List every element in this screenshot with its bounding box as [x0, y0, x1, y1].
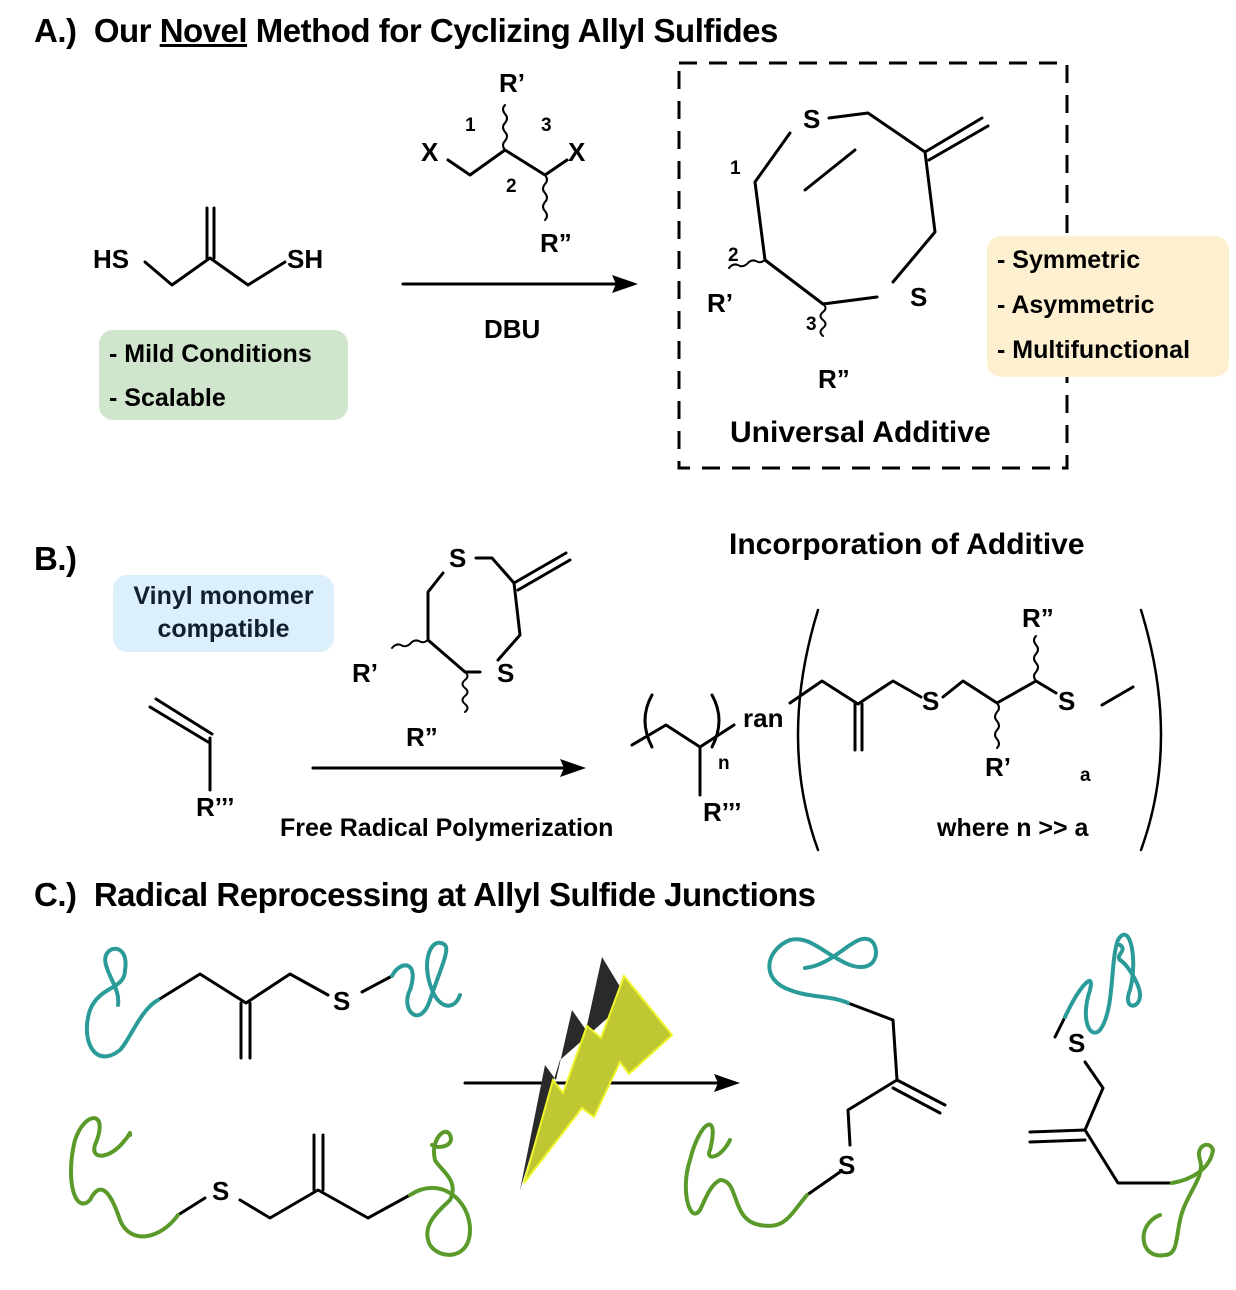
panel-c-title: C.) Radical Reprocessing at Allyl Sulfid… — [34, 876, 816, 913]
product-s-bottom: S — [910, 282, 928, 312]
polymer-a-subscript: a — [1080, 765, 1091, 786]
dihalide-reagent — [446, 104, 569, 221]
condition-free-radical: Free Radical Polymerization — [280, 814, 614, 842]
vinyl-line-1: Vinyl monomer — [133, 582, 314, 610]
condition-dbu: DBU — [484, 314, 541, 344]
c-s-label-3: S — [838, 1150, 856, 1180]
reagent-pos-2: 2 — [506, 176, 517, 197]
panel-a-title: A.) Our Novel Method for Cyclizing Allyl… — [34, 12, 778, 49]
cyclic-additive-product — [728, 111, 990, 337]
advantages-box: - Mild Conditions - Scalable — [99, 330, 348, 420]
vinyl-line-2: compatible — [157, 615, 290, 643]
scope-asymmetric: - Asymmetric — [997, 291, 1155, 319]
polymer-r-triple: R’’’ — [703, 797, 742, 827]
halide-left-label: X — [421, 137, 439, 167]
product-pos-2: 2 — [728, 245, 739, 266]
polymer-footnote: where n >> a — [937, 814, 1089, 842]
reaction-arrow-a — [401, 275, 638, 293]
reagent-r-double-prime: R” — [540, 228, 572, 258]
polymer-n-subscript: n — [718, 753, 730, 774]
thiol-left-label: HS — [93, 244, 130, 274]
c-s-label-4: S — [1068, 1028, 1086, 1058]
vinyl-monomer — [148, 697, 214, 792]
polymer-s1: S — [922, 686, 940, 716]
additive-ring-small — [391, 551, 572, 713]
novel-emphasis: Novel — [159, 12, 248, 49]
incorporation-heading: Incorporation of Additive — [729, 528, 1085, 561]
product-r-prime: R’ — [707, 288, 733, 318]
vinyl-compatible-box: Vinyl monomer compatible — [113, 575, 334, 652]
panel-b-label: B.) — [34, 540, 77, 577]
allyl-sulfide-chain-green — [68, 1116, 473, 1257]
copolymer-structure — [630, 608, 1163, 852]
scope-box: - Symmetric - Asymmetric - Multifunction… — [987, 236, 1229, 377]
reagent-pos-1: 1 — [465, 115, 476, 136]
monomer-r-triple: R’’’ — [196, 792, 235, 822]
additive-r-double-prime: R” — [406, 722, 438, 752]
dithiol-reactant — [143, 206, 287, 287]
polymer-r-double-prime: R” — [1022, 603, 1054, 633]
allyl-sulfide-chain-teal — [84, 940, 462, 1060]
reagent-r-prime: R’ — [499, 68, 525, 98]
exchanged-product-1 — [683, 936, 947, 1228]
advantage-mild: - Mild Conditions — [109, 340, 312, 368]
halide-right-label: X — [568, 137, 586, 167]
universal-additive-caption: Universal Additive — [730, 416, 991, 449]
polymer-ran: ran — [743, 703, 784, 733]
product-pos-3: 3 — [806, 314, 817, 335]
lightning-bolt-icon — [520, 957, 674, 1190]
polymer-s2: S — [1058, 686, 1076, 716]
c-s-label-1: S — [333, 986, 351, 1016]
polymer-r-prime: R’ — [985, 752, 1011, 782]
panel-c-label: C.) — [34, 876, 77, 913]
additive-s-top: S — [449, 543, 467, 573]
additive-dashed-box — [677, 61, 1069, 470]
product-r-double-prime: R” — [818, 364, 850, 394]
reagent-pos-3: 3 — [541, 115, 552, 136]
thiol-right-label: SH — [287, 244, 324, 274]
scope-multifunctional: - Multifunctional — [997, 336, 1191, 364]
scope-symmetric: - Symmetric — [997, 246, 1141, 274]
additive-s-bottom: S — [497, 658, 515, 688]
c-s-label-2: S — [212, 1176, 230, 1206]
product-s-top: S — [803, 104, 821, 134]
additive-r-prime: R’ — [352, 658, 378, 688]
advantage-scalable: - Scalable — [109, 384, 226, 412]
product-pos-1: 1 — [730, 158, 741, 179]
exchanged-product-2 — [1028, 932, 1216, 1258]
panel-a-label: A.) — [34, 12, 77, 49]
reaction-arrow-b — [311, 759, 586, 777]
